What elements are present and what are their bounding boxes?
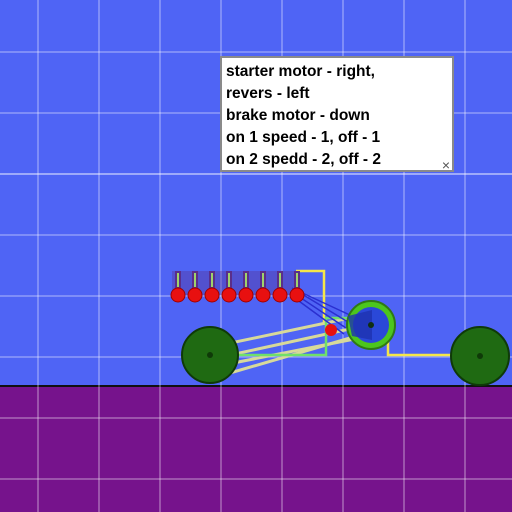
front-wheel — [450, 326, 510, 386]
lever-indicator — [262, 273, 264, 287]
instruction-line-5: on 2 spedd - 2, off - 2 — [226, 151, 382, 168]
instructions-panel: starter motor - right, revers - left bra… — [220, 56, 454, 172]
lever-indicator — [194, 273, 196, 287]
instruction-line-2: revers - left — [226, 85, 310, 102]
lever-knob[interactable] — [187, 287, 203, 303]
ground — [0, 386, 512, 512]
lever-knob[interactable] — [255, 287, 271, 303]
lever-knob[interactable] — [221, 287, 237, 303]
lever-knob[interactable] — [170, 287, 186, 303]
lever-knob[interactable] — [204, 287, 220, 303]
struts — [234, 316, 360, 357]
instruction-line-3: brake motor - down — [226, 107, 370, 124]
lever-indicator — [245, 273, 247, 287]
lever-indicator — [228, 273, 230, 287]
lever-indicator — [279, 273, 281, 287]
lever-knob[interactable] — [272, 287, 288, 303]
close-icon[interactable]: × — [441, 157, 450, 173]
lever-indicator — [177, 273, 179, 287]
lever-bank — [170, 271, 305, 303]
instruction-line-1: starter motor - right, — [226, 63, 375, 80]
lever-knob[interactable] — [238, 287, 254, 303]
lever-indicator — [211, 273, 213, 287]
instruction-line-4: on 1 speed - 1, off - 1 — [226, 129, 381, 146]
rear-wheel — [181, 326, 239, 384]
lever-knob[interactable] — [289, 287, 305, 303]
motor-gear — [325, 300, 396, 350]
lever-indicator — [296, 273, 298, 287]
